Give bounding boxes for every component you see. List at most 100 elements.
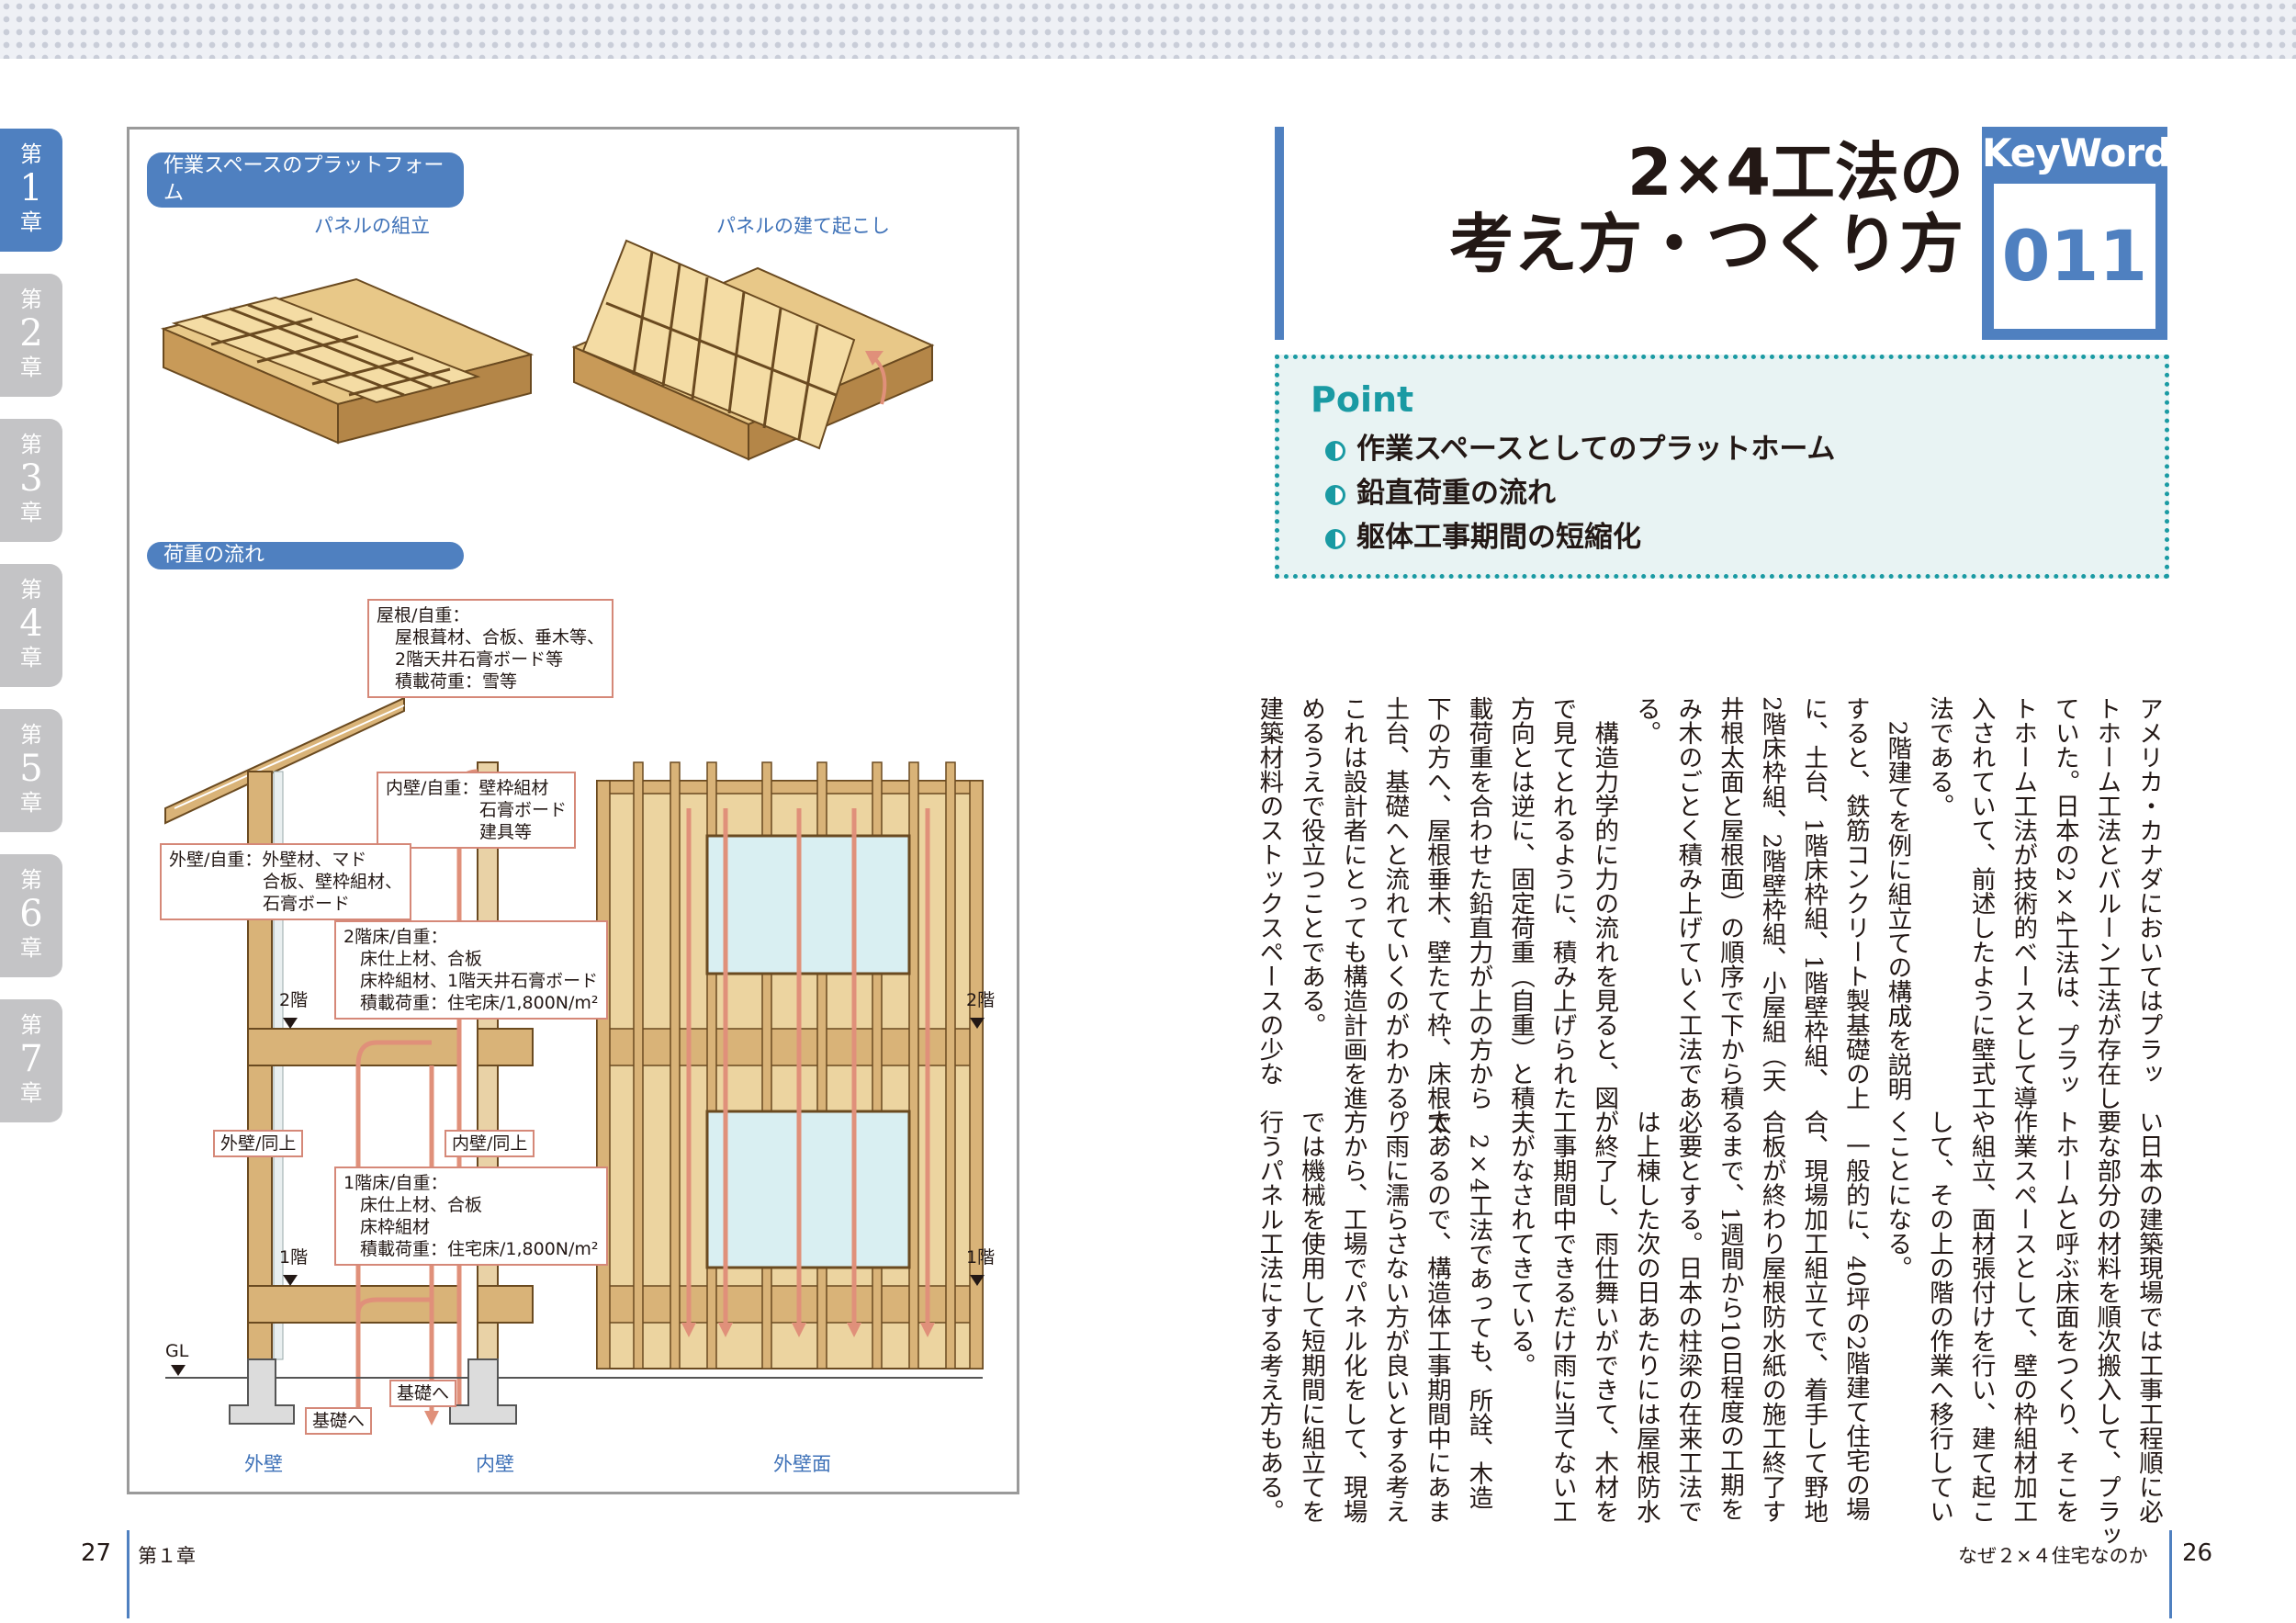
platform-illustration	[160, 239, 935, 461]
body-text-column: めるうえで役立つことである。	[1297, 696, 1325, 1037]
chapter-tab-suffix: 章	[20, 209, 42, 235]
title-accent-bar	[1275, 127, 1284, 340]
outer-wall-caption: 外壁	[244, 1453, 283, 1475]
gl-label: GL	[165, 1341, 189, 1361]
body-text-column: 作業スペースとして、壁の枠組材加工	[2009, 1110, 2038, 1524]
body-text-column: 工事期間中できるだけ雨に当てない工	[1548, 1110, 1577, 1524]
body-text-column: い日本の建築現場では工事工程順に必	[2134, 1110, 2163, 1524]
load-flow-illustration	[164, 696, 985, 1426]
floor1-right-label: 1階	[966, 1247, 996, 1268]
raised-panel-studs	[605, 251, 837, 440]
panel-assembly-caption: パネルの組立	[314, 215, 430, 237]
body-text-column: アメリカ・カナダにおいてはプラッ	[2134, 696, 2163, 1086]
body-text-column: り雨に濡らさない方が良いとする考え	[1380, 1110, 1410, 1524]
body-text-column: 一般的に、40坪の2階建て住宅の場	[1840, 1110, 1870, 1522]
chapter-tab-suffix: 章	[20, 1080, 42, 1106]
body-text-column: 2×4工法であっても、所詮、木造	[1464, 1110, 1493, 1510]
floor2-right-label: 2階	[966, 990, 996, 1010]
body-text-column: ていた。日本の2×4工法は、プラッ	[2050, 696, 2079, 1097]
body-text-column: 夫がなされてきている。	[1506, 1110, 1535, 1378]
body-text-column: くことになる。	[1883, 1110, 1912, 1280]
point-item: 作業スペースとしてのプラットホーム	[1325, 431, 1835, 468]
body-text-column: して、その上の階の作業へ移行してい	[1925, 1110, 1953, 1524]
lower-window	[705, 1110, 911, 1269]
inner-wall-same-tag: 内壁/同上	[445, 1130, 535, 1157]
platform-label: 作業スペースのプラットフォーム	[147, 152, 464, 208]
top-pattern-band	[0, 0, 2296, 59]
body-text-column: 要な部分の材料を順次搬入して、プラッ	[2092, 1110, 2122, 1548]
to-foundation-tag-2: 基礎へ	[389, 1380, 457, 1407]
page-title-line-1: 2×4工法の	[1626, 135, 1964, 210]
outer-wall-face-caption: 外壁面	[773, 1453, 831, 1475]
raised-wall-panel	[581, 239, 856, 450]
left-platform-side	[337, 353, 532, 445]
chapter-tab-number: 6	[19, 893, 43, 935]
body-text-column: 建築材料のストックスペースの少な	[1255, 696, 1284, 1086]
body-text-column: 土台、基礎へと流れていくのがわかる。	[1380, 696, 1410, 1134]
to-foundation-tag-1: 基礎へ	[305, 1407, 373, 1435]
body-text-column: トホーム工法が技術的ベースとして導	[2009, 696, 2038, 1110]
body-text-column: では機械を使用して短期間に組立てを	[1297, 1110, 1325, 1524]
point-box: Point 作業スペースとしてのプラットホーム 鉛直荷重の流れ 躯体工事期間の短…	[1275, 355, 2169, 579]
body-text-column: や組立、面材張付けを行い、建て起こ	[1966, 1110, 1996, 1524]
body-text-column: 載荷重を合わせた鉛直力が上の方から	[1464, 696, 1493, 1110]
keyword-badge: KeyWord 011	[1982, 127, 2171, 340]
floor2-beam	[247, 1028, 460, 1066]
chapter-tab-suffix: 章	[20, 790, 42, 816]
body-text-column: であるので、構造体工事期間中にあま	[1422, 1110, 1451, 1524]
body-text-lower: い日本の建築現場では工事工程順に必要な部分の材料を順次搬入して、プラットホームと…	[1255, 1110, 2169, 1548]
floor2-left-label: 2階	[279, 990, 309, 1010]
body-text-column: 入されていて、前述したように壁式工	[1966, 696, 1996, 1110]
body-text-column: 下の方へ、屋根垂木、壁たて枠、床根太、	[1422, 696, 1451, 1159]
point-item: 躯体工事期間の短縮化	[1325, 519, 1641, 556]
inner-wall-caption: 内壁	[476, 1453, 514, 1475]
point-title: Point	[1311, 379, 1414, 420]
body-text-column: で見てとれるように、積み上げられた	[1548, 696, 1577, 1110]
flat-panel-studs	[201, 303, 451, 397]
half-circle-icon	[1325, 529, 1345, 549]
panel-raising-caption: パネルの建て起こし	[716, 215, 890, 237]
body-text-column: トホーム工法とバルーン工法が存在し	[2092, 696, 2122, 1110]
load-flow-label: 荷重の流れ	[147, 542, 464, 569]
body-text-column: 行うパネル工法にする考え方もある。	[1255, 1110, 1284, 1524]
body-text-column: 合、現場加工組立てで、着手して野地	[1799, 1110, 1829, 1524]
body-text-column: すると、鉄筋コンクリート製基礎の上	[1840, 696, 1870, 1110]
chapter-tab-prefix: 第	[20, 287, 42, 312]
floor2-load-callout: 2階床/自重： 床仕上材、合板 床枠組材、1階天井石膏ボード 積載荷重：住宅床/…	[334, 920, 608, 1020]
body-text-column: が終了し、雨仕舞いができて、木材を	[1590, 1110, 1619, 1524]
body-text-column: は上棟した次の日あたりには屋根防水	[1631, 1110, 1660, 1524]
outer-wall-load-callout: 外壁/自重：外壁材、マド 合板、壁枠組材、 石膏ボード	[160, 843, 412, 920]
arrow-heads	[351, 1323, 935, 1426]
chapter-tab-suffix: 章	[20, 500, 42, 525]
figure-frame	[127, 127, 1019, 1494]
roof-slab	[164, 696, 405, 825]
body-text-column: 方から、工場でパネル化をして、現場	[1338, 1110, 1367, 1524]
inner-foundation	[449, 1358, 517, 1425]
half-circle-icon	[1325, 441, 1345, 461]
left-running-head: 第１章	[138, 1545, 196, 1567]
keyword-label: KeyWord	[1982, 130, 2171, 175]
outer-foundation	[229, 1358, 295, 1425]
body-text-column: み木のごとく積み上げていく工法であ	[1673, 696, 1703, 1110]
chapter-tab-number: 5	[19, 748, 43, 790]
chapter-tab-prefix: 第	[20, 141, 42, 167]
chapter-tab-number: 4	[19, 603, 43, 645]
chapter-tab-suffix: 章	[20, 935, 42, 961]
upper-window	[705, 834, 911, 975]
chapter-tab-prefix: 第	[20, 722, 42, 748]
body-text-column: トホームと呼ぶ床面をつくり、そこを	[2050, 1110, 2079, 1524]
floor1-beam	[247, 1285, 460, 1324]
left-footer-rule	[127, 1530, 129, 1618]
chapter-tab-suffix: 章	[20, 355, 42, 380]
body-text-column: るまで、1週間から10日程度の工期を	[1716, 1110, 1744, 1522]
half-circle-icon	[1325, 485, 1345, 505]
chapter-tab-number: 1	[19, 167, 43, 209]
chapter-tab-number: 2	[19, 312, 43, 355]
